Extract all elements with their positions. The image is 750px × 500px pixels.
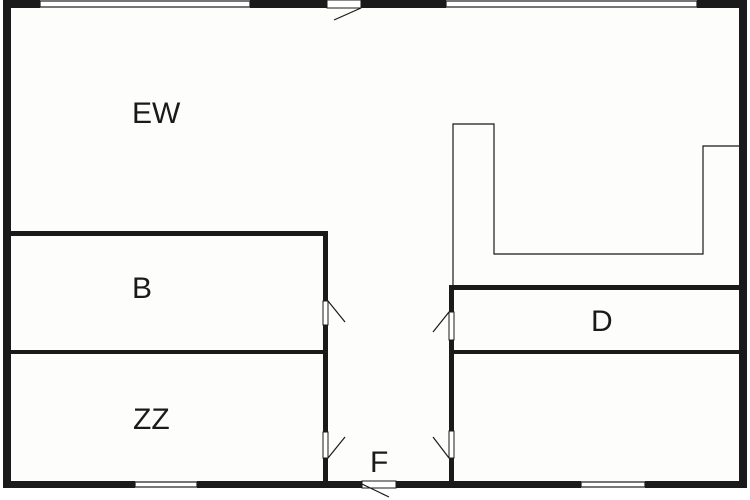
- room-label-b: B: [132, 272, 152, 305]
- wall-b-zz: [8, 350, 328, 354]
- window-bottom-left: [134, 481, 198, 488]
- window-top-right: [445, 0, 698, 8]
- wall-ew-d: [449, 285, 743, 290]
- top-wall-segment: [3, 0, 40, 8]
- bottom-wall-segment: [396, 481, 581, 488]
- bottom-wall-segment: [197, 481, 362, 488]
- door-swing-zz: [327, 436, 346, 459]
- corridor-wall-left: [323, 325, 328, 432]
- door-swing-top: [333, 7, 362, 21]
- door-leaf-zz: [322, 431, 329, 459]
- room-label-ew: EW: [132, 97, 181, 130]
- window-top-left: [39, 0, 251, 8]
- bottom-wall-segment: [645, 481, 747, 488]
- top-wall-segment: [250, 0, 327, 8]
- door-swing-b: [327, 300, 346, 323]
- room-label-f: F: [370, 446, 388, 479]
- interior-walls: [8, 231, 743, 484]
- door-swings: [327, 7, 450, 498]
- corridor-wall-left: [323, 231, 328, 301]
- bottom-wall-segment: [3, 481, 135, 488]
- wall-d-lower: [449, 350, 743, 354]
- counter-outline: [452, 123, 743, 285]
- room-label-zz: ZZ: [133, 403, 170, 436]
- door-leaf-b: [322, 300, 329, 326]
- room-labels: EW B ZZ D F: [132, 97, 613, 479]
- door-swing-lower-right: [432, 436, 450, 459]
- outer-walls: [3, 0, 747, 488]
- door-swing-entrance: [361, 483, 390, 498]
- window-bottom-right: [580, 481, 646, 488]
- floor-area: [8, 6, 742, 484]
- room-label-d: D: [591, 305, 613, 338]
- windows: [39, 0, 698, 488]
- top-wall-segment: [697, 0, 745, 8]
- left-wall: [3, 0, 11, 488]
- door-leaf-lower-right: [448, 430, 455, 459]
- top-wall-segment: [361, 0, 446, 8]
- corridor-wall-right: [449, 285, 454, 312]
- corridor-wall-right: [449, 458, 454, 484]
- door-leaf-d: [448, 311, 455, 341]
- door-leaf-top: [326, 0, 362, 9]
- door-swing-d: [432, 311, 450, 333]
- corridor-wall-right: [449, 340, 454, 431]
- wall-ew-b: [8, 231, 328, 236]
- corridor-wall-left: [323, 458, 328, 484]
- right-wall: [739, 0, 747, 488]
